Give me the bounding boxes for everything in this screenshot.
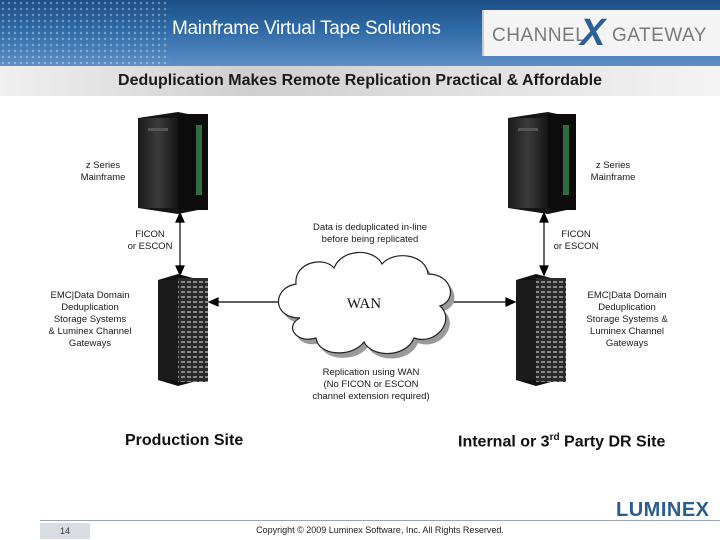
label-line: FICON bbox=[135, 229, 165, 240]
logo-word-left: CHANNEL bbox=[492, 25, 587, 46]
channel-gateway-logo: CHANNEL X GATEWAY bbox=[482, 10, 720, 56]
production-site-label: Production Site bbox=[125, 432, 244, 449]
note-line: (No FICON or ESCON bbox=[323, 379, 419, 390]
dr-site-label: Internal or 3rd Party DR Site bbox=[458, 432, 665, 451]
label-line: or ESCON bbox=[127, 241, 173, 252]
replication-note: Replication using WAN (No FICON or ESCON… bbox=[286, 367, 456, 403]
left-mainframe-label: z Series Mainframe bbox=[68, 160, 138, 184]
label-line: z Series bbox=[595, 160, 631, 171]
label-line: Gateways bbox=[68, 338, 112, 349]
logo-word-right: GATEWAY bbox=[612, 25, 707, 46]
dr-site-sup: rd bbox=[549, 432, 560, 443]
label-line: Luminex Channel bbox=[590, 326, 664, 337]
left-ficon-link-arrow bbox=[175, 211, 185, 277]
note-line: before being replicated bbox=[321, 234, 419, 245]
wan-cloud-icon bbox=[277, 251, 455, 359]
wan-right-arrow bbox=[446, 297, 517, 307]
dr-site-suffix: Party DR Site bbox=[559, 433, 666, 451]
left-mainframe-icon bbox=[138, 112, 208, 214]
dedup-note: Data is deduplicated in-line before bein… bbox=[290, 222, 450, 246]
right-ficon-link-arrow bbox=[539, 211, 549, 277]
label-line: Deduplication bbox=[598, 302, 656, 313]
label-line: z Series bbox=[85, 160, 121, 171]
wan-left-arrow bbox=[207, 297, 286, 307]
right-link-label: FICON or ESCON bbox=[544, 229, 608, 253]
label-line: & Luminex Channel bbox=[48, 326, 132, 337]
luminex-logo: LUMINEX bbox=[616, 499, 710, 521]
footer-divider bbox=[40, 520, 720, 521]
page-number: 14 bbox=[40, 523, 90, 539]
left-storage-label: EMC|Data Domain Deduplication Storage Sy… bbox=[34, 290, 146, 350]
copyright-text: Copyright © 2009 Luminex Software, Inc. … bbox=[256, 525, 504, 535]
right-storage-rack-icon bbox=[516, 274, 566, 386]
product-title: Mainframe Virtual Tape Solutions bbox=[172, 18, 441, 39]
left-storage-rack-icon bbox=[158, 274, 208, 386]
label-line: Deduplication bbox=[61, 302, 119, 313]
slide-title: Deduplication Makes Remote Replication P… bbox=[118, 72, 602, 89]
label-line: EMC|Data Domain bbox=[587, 290, 667, 301]
label-line: Mainframe bbox=[590, 172, 636, 183]
label-line: FICON bbox=[561, 229, 591, 240]
label-line: Storage Systems & bbox=[586, 314, 668, 325]
dr-site-prefix: Internal or 3 bbox=[458, 433, 550, 451]
left-link-label: FICON or ESCON bbox=[118, 229, 182, 253]
label-line: EMC|Data Domain bbox=[50, 290, 130, 301]
wan-label: WAN bbox=[346, 296, 382, 312]
note-line: Data is deduplicated in-line bbox=[312, 222, 428, 233]
label-line: Storage Systems bbox=[53, 314, 127, 325]
logo-mark: X bbox=[580, 12, 606, 54]
right-mainframe-icon bbox=[508, 112, 576, 214]
note-line: Replication using WAN bbox=[322, 367, 420, 378]
label-line: or ESCON bbox=[553, 241, 599, 252]
title-bar bbox=[0, 66, 720, 96]
banner-pattern bbox=[0, 0, 170, 66]
right-storage-label: EMC|Data Domain Deduplication Storage Sy… bbox=[572, 290, 682, 350]
note-line: channel extension required) bbox=[312, 391, 430, 402]
label-line: Gateways bbox=[605, 338, 649, 349]
right-mainframe-label: z Series Mainframe bbox=[578, 160, 648, 184]
label-line: Mainframe bbox=[80, 172, 126, 183]
